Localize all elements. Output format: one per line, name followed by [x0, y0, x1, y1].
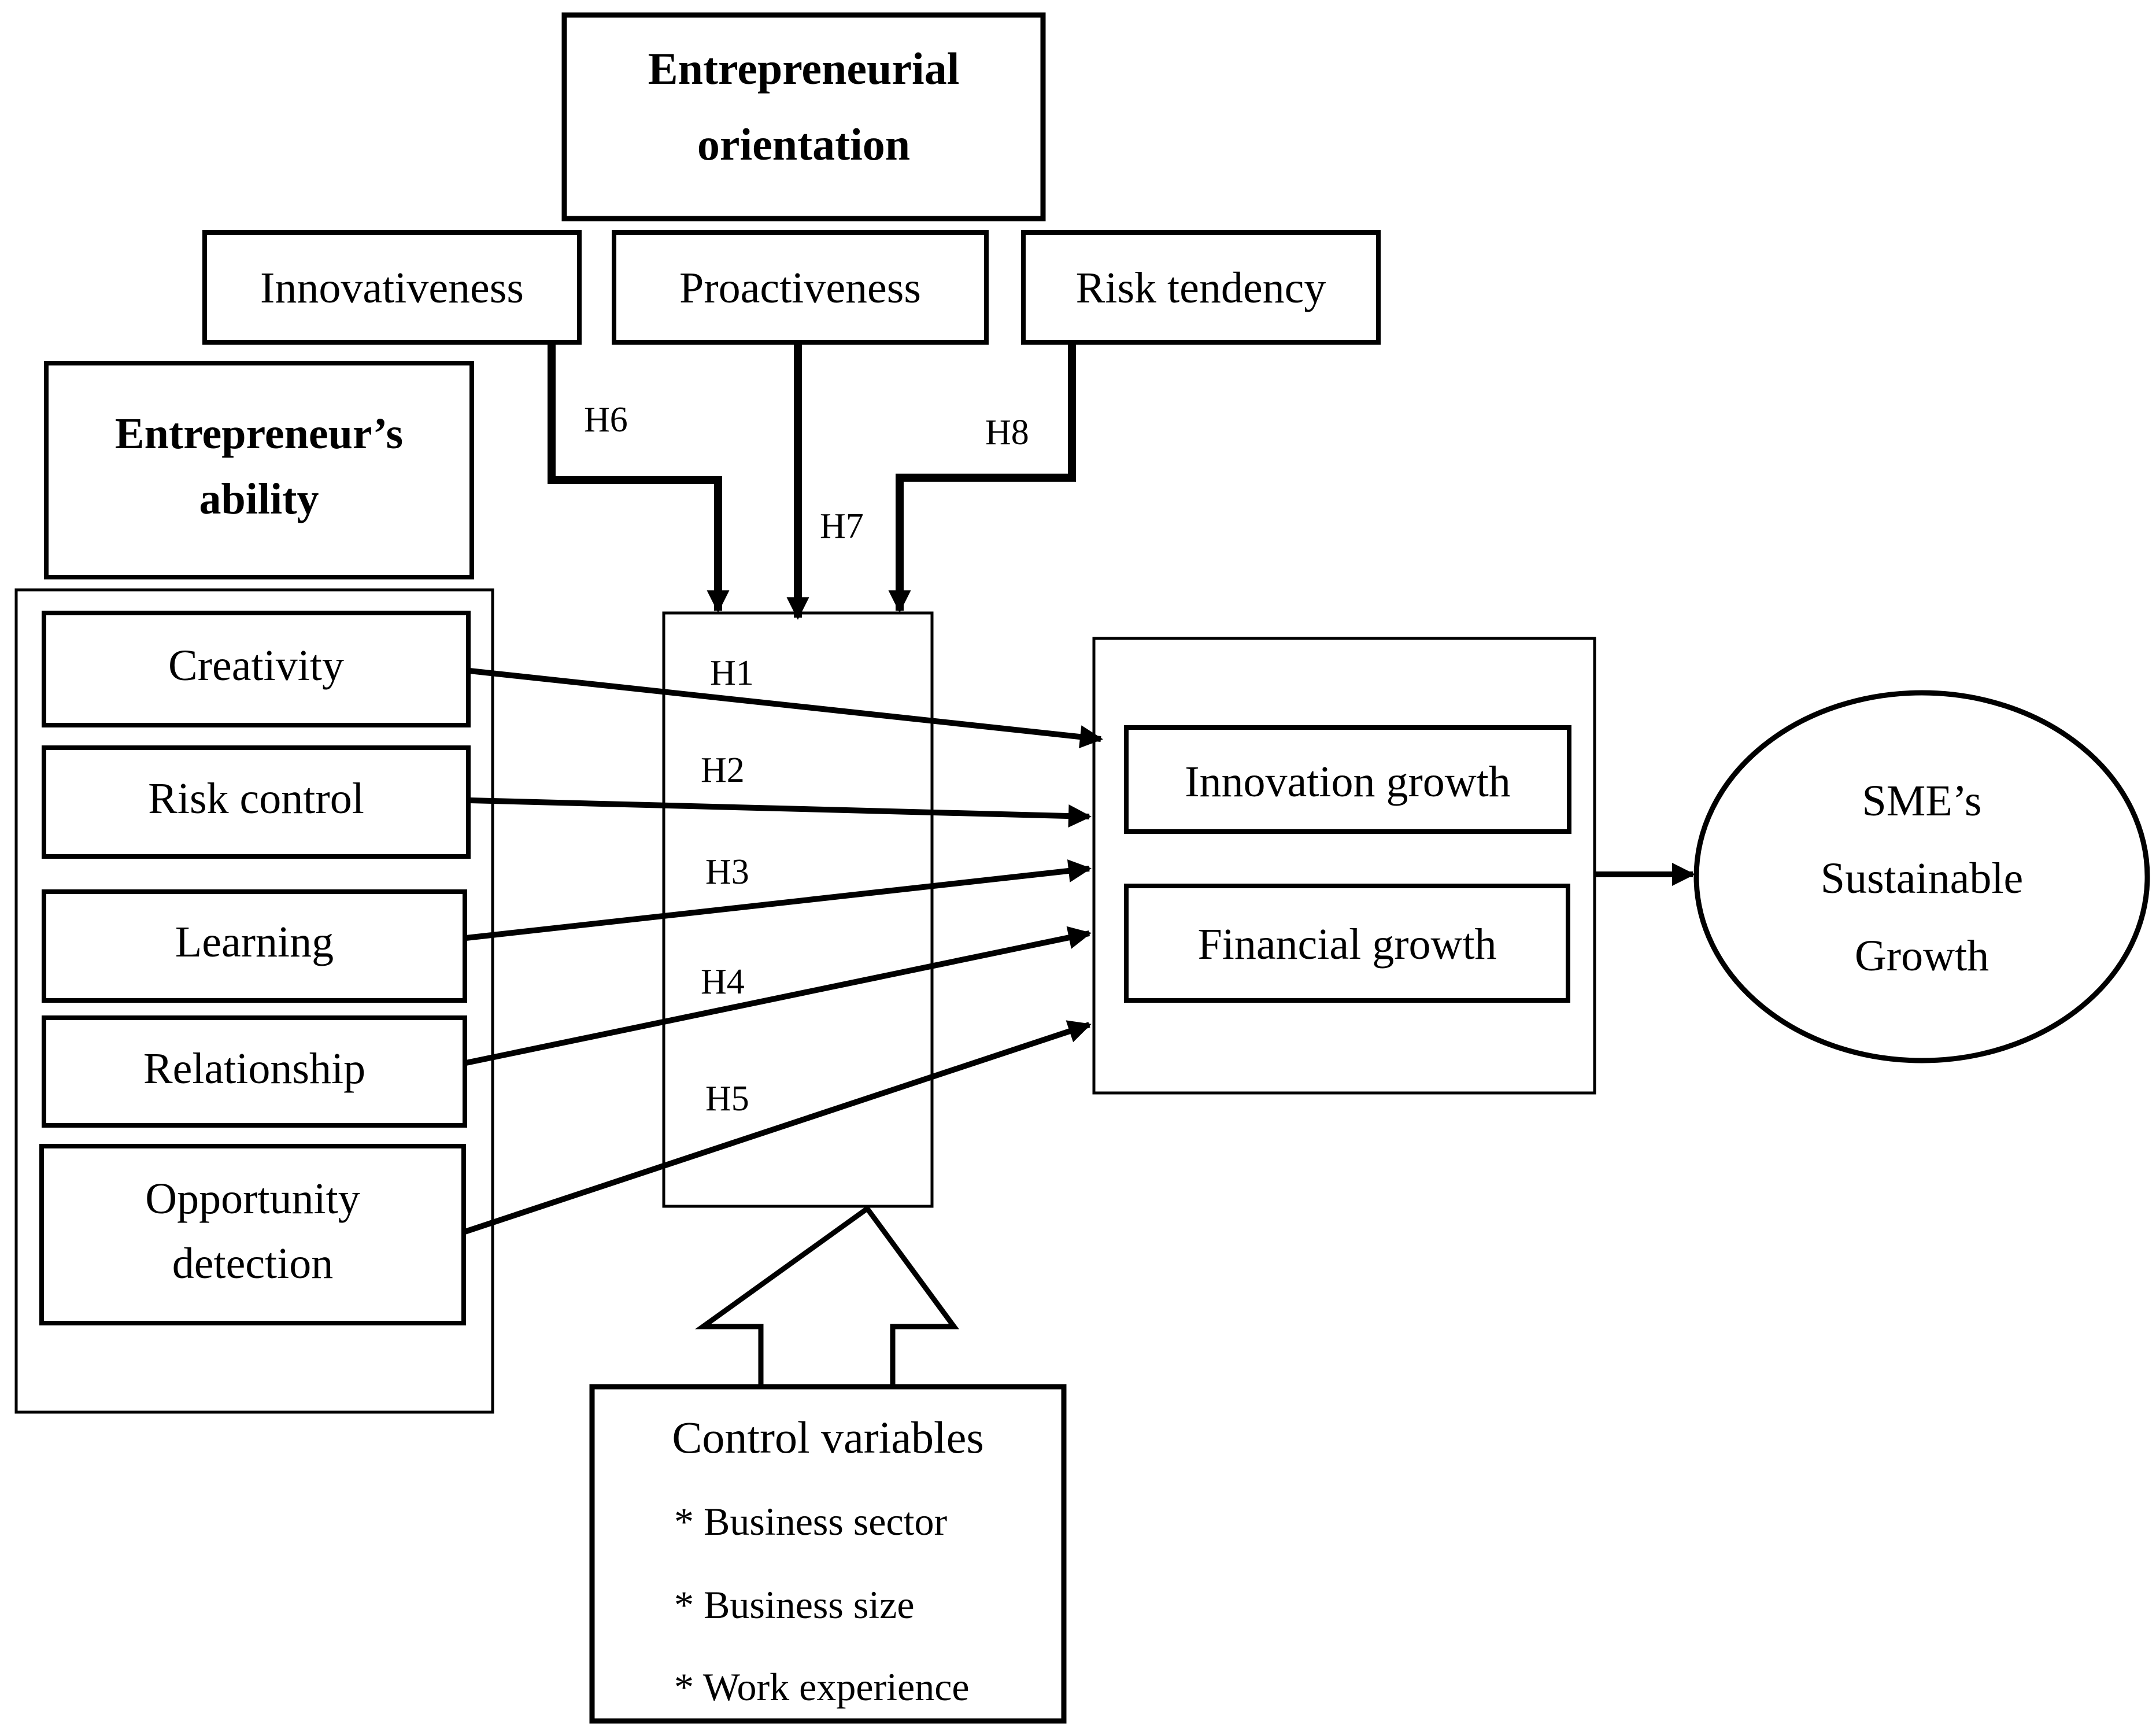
h6-arrow: [548, 345, 730, 613]
innovation-growth-box: Innovation growth: [1124, 725, 1571, 834]
innovation-growth-label: Innovation growth: [1185, 758, 1511, 806]
relationship-box: Relationship: [42, 1015, 467, 1128]
h6-label: H6: [584, 400, 628, 439]
risk-control-label: Risk control: [148, 774, 364, 823]
risk-tendency-label: Risk tendency: [1076, 264, 1326, 312]
proactiveness-box: Proactiveness: [612, 230, 989, 345]
ability-title-line2: ability: [199, 475, 319, 523]
control-item-work-experience: * Work experience: [674, 1665, 970, 1709]
control-variables-box: Control variables * Business sector * Bu…: [589, 1384, 1067, 1724]
control-item-business-sector: * Business sector: [674, 1499, 948, 1543]
h5-arrow: [464, 1020, 1092, 1235]
growth-container: [1092, 637, 1596, 1095]
opportunity-label-line1: Opportunity: [145, 1174, 360, 1223]
control-item-business-size: * Business size: [674, 1583, 915, 1627]
financial-growth-label: Financial growth: [1197, 920, 1496, 969]
h8-arrow: [888, 345, 1076, 613]
h3-arrow: [465, 859, 1092, 941]
opportunity-detection-box: Opportunity detection: [39, 1144, 466, 1325]
h8-label: H8: [985, 413, 1029, 452]
risk-control-box: Risk control: [42, 745, 471, 859]
eo-title-line2: orientation: [697, 119, 910, 169]
h7-label: H7: [820, 507, 864, 546]
h5-label: H5: [705, 1079, 749, 1118]
opportunity-label-line2: detection: [172, 1239, 334, 1288]
h2-arrow: [469, 797, 1092, 828]
outcome-line1: SME’s: [1862, 777, 1982, 825]
learning-box: Learning: [42, 889, 467, 1003]
creativity-label: Creativity: [168, 641, 344, 690]
risk-tendency-box: Risk tendency: [1021, 230, 1381, 345]
sme-sustainable-growth-ellipse: SME’s Sustainable Growth: [1693, 690, 2150, 1063]
innovativeness-box: Innovativeness: [202, 230, 582, 345]
proactiveness-label: Proactiveness: [679, 264, 921, 312]
eo-title-line1: Entrepreneurial: [648, 43, 960, 94]
h1-label: H1: [710, 653, 754, 693]
h1-arrow: [469, 668, 1103, 749]
h4-label: H4: [701, 962, 745, 1002]
entrepreneurs-ability-box: Entrepreneur’s ability: [44, 361, 474, 579]
relationship-label: Relationship: [143, 1044, 365, 1093]
entrepreneurial-orientation-box: Entrepreneurial orientation: [561, 12, 1046, 221]
h4-arrow: [465, 926, 1092, 1066]
learning-label: Learning: [175, 918, 334, 966]
financial-growth-box: Financial growth: [1124, 884, 1570, 1003]
h3-label: H3: [705, 852, 749, 892]
outcome-line2: Sustainable: [1821, 854, 2023, 903]
creativity-box: Creativity: [42, 611, 471, 727]
control-variables-block-arrow: [695, 1205, 959, 1390]
control-variables-title: Control variables: [672, 1412, 983, 1462]
innovativeness-label: Innovativeness: [260, 264, 524, 312]
h2-label: H2: [701, 751, 745, 790]
ability-title-line1: Entrepreneur’s: [115, 409, 403, 458]
outcome-line3: Growth: [1855, 932, 1989, 980]
